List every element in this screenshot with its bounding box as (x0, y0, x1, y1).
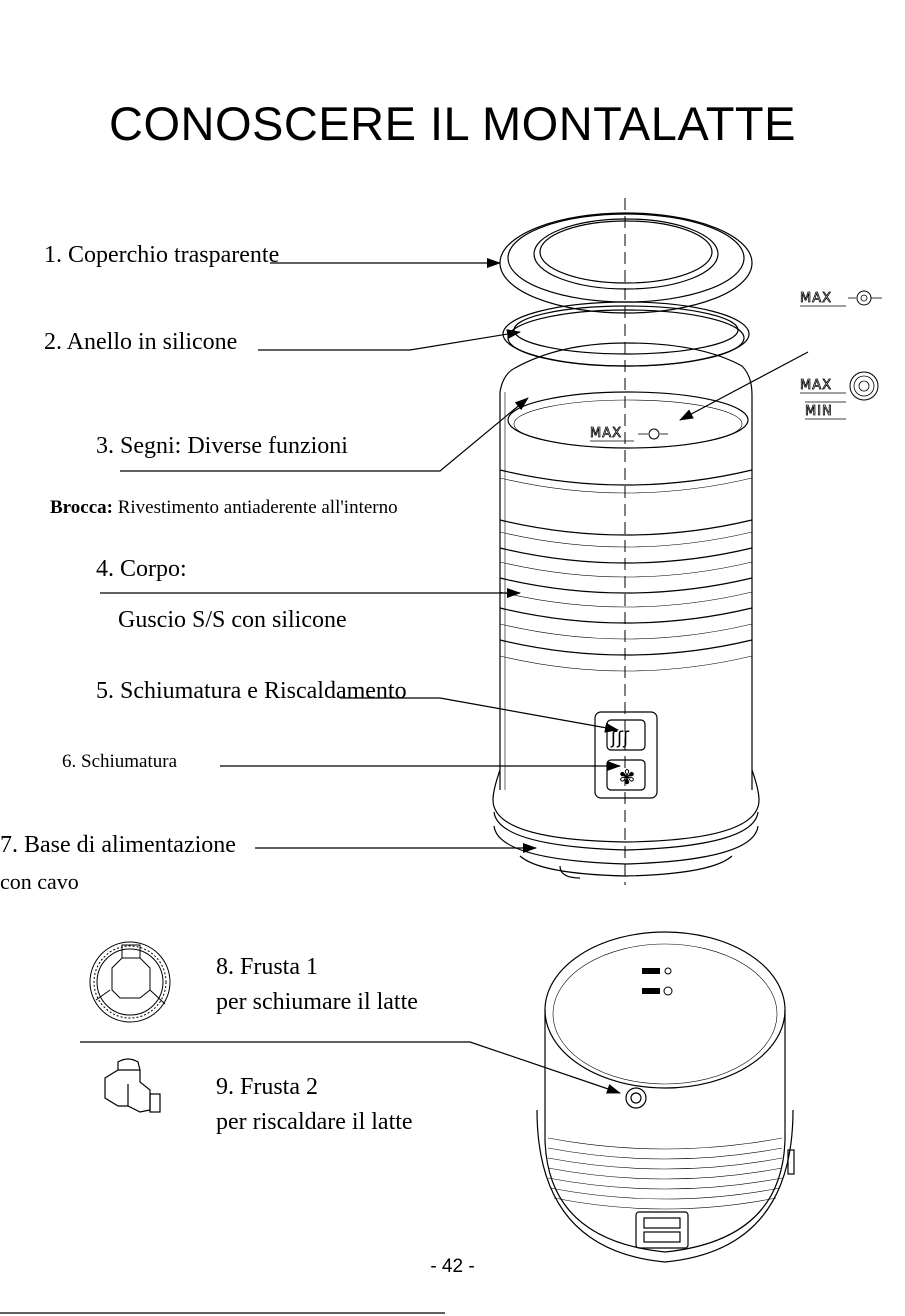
heat-froth-icon: ʃʃʃ (610, 728, 630, 749)
label-jug-desc: Rivestimento antiaderente all'interno (112, 497, 398, 518)
label-power-base-cable: con cavo (0, 869, 79, 894)
leader-lines (80, 258, 809, 1094)
label-jug: Brocca: Rivestimento antiaderente all'in… (50, 494, 398, 522)
lid-drawing (499, 212, 753, 314)
page-title: CONOSCERE IL MONTALATTE (109, 97, 796, 150)
label-froth-button: 6. Schiumatura (62, 751, 178, 772)
whisk-1-drawing (89, 941, 171, 1023)
svg-text:MIN: MIN (805, 404, 833, 419)
label-whisk-1-title: 8. Frusta 1 (216, 954, 318, 980)
jug-body-drawing (492, 342, 760, 879)
label-body-desc: Guscio S/S con silicone (118, 607, 347, 633)
label-power-base: 7. Base di alimentazione (0, 832, 236, 858)
label-body-title: 4. Corpo: (96, 556, 187, 582)
inner-max-marking: MAX (590, 426, 668, 442)
label-lid: 1. Coperchio trasparente (44, 242, 280, 268)
label-silicone-ring: 2. Anello in silicone (44, 329, 238, 355)
froth-icon: ✾ (619, 765, 636, 789)
max-froth-marking: MAX (800, 290, 882, 307)
label-jug-title: Brocca: (50, 497, 113, 518)
open-jug-max-markings (642, 967, 673, 996)
svg-text:MAX: MAX (800, 378, 832, 393)
page-number: - 42 - (430, 1256, 475, 1277)
max-min-heat-marking: MAX MIN (800, 371, 879, 420)
label-froth-heat-button: 5. Schiumatura e Riscaldamento (96, 678, 407, 704)
label-whisk-1-desc: per schiumare il latte (216, 989, 418, 1015)
open-jug-drawing (536, 931, 795, 1263)
label-whisk-2-title: 9. Frusta 2 (216, 1074, 318, 1100)
svg-text:MAX: MAX (590, 426, 622, 441)
label-whisk-2-desc: per riscaldare il latte (216, 1109, 413, 1135)
svg-text:MAX: MAX (800, 291, 832, 306)
whisk-2-drawing (104, 1058, 161, 1113)
label-markings: 3. Segni: Diverse funzioni (96, 433, 348, 459)
